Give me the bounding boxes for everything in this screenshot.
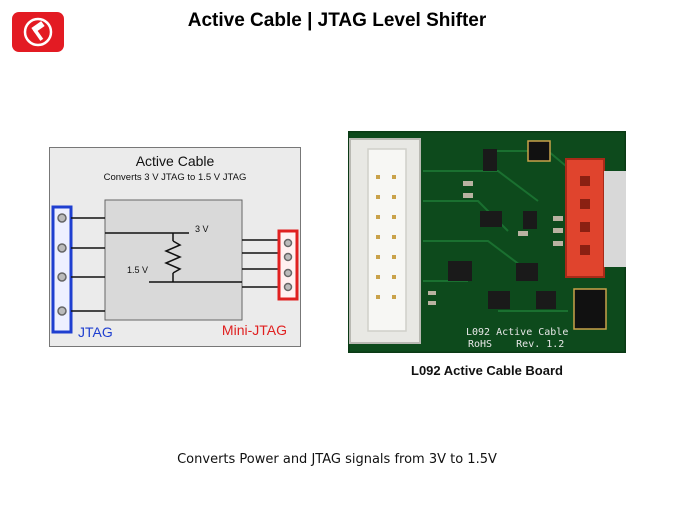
jumper-jp2	[527, 140, 551, 162]
jtag-pins	[57, 213, 67, 316]
logo	[12, 12, 64, 52]
mini-jtag-connector	[277, 229, 299, 301]
board-silkscreen-line2: RoHS Rev. 1.2	[468, 339, 564, 350]
diagram-heading: Active Cable	[136, 153, 215, 169]
page-title: Active Cable | JTAG Level Shifter	[187, 10, 487, 31]
diagram-subheading: Converts 3 V JTAG to 1.5 V JTAG	[104, 172, 247, 183]
board-caption: L092 Active Cable Board	[411, 363, 563, 378]
passive-components	[428, 181, 563, 305]
footer-text: Converts Power and JTAG signals from 3V …	[177, 452, 497, 467]
header-pins	[376, 175, 396, 299]
mini-jtag-pins	[283, 238, 293, 292]
jtag-label: JTAG	[78, 324, 113, 340]
board-photo: L092 Active Cable RoHS Rev. 1.2	[348, 131, 626, 353]
active-cable-diagram: Active Cable Converts 3 V JTAG to 1.5 V …	[49, 147, 301, 347]
board-silkscreen-line1: L092 Active Cable	[466, 327, 568, 338]
mini-jtag-signal-lines	[242, 239, 279, 288]
jtag-signal-lines	[71, 217, 105, 312]
mini-jtag-label: Mini-JTAG	[222, 322, 287, 338]
power-rails	[105, 232, 242, 283]
ic-chips	[448, 149, 556, 309]
label-3v: 3 V	[195, 224, 209, 234]
label-1-5v: 1.5 V	[127, 265, 148, 275]
jumper-jp1	[573, 288, 607, 330]
hammer-icon	[23, 17, 53, 47]
jtag-connector	[51, 205, 73, 334]
